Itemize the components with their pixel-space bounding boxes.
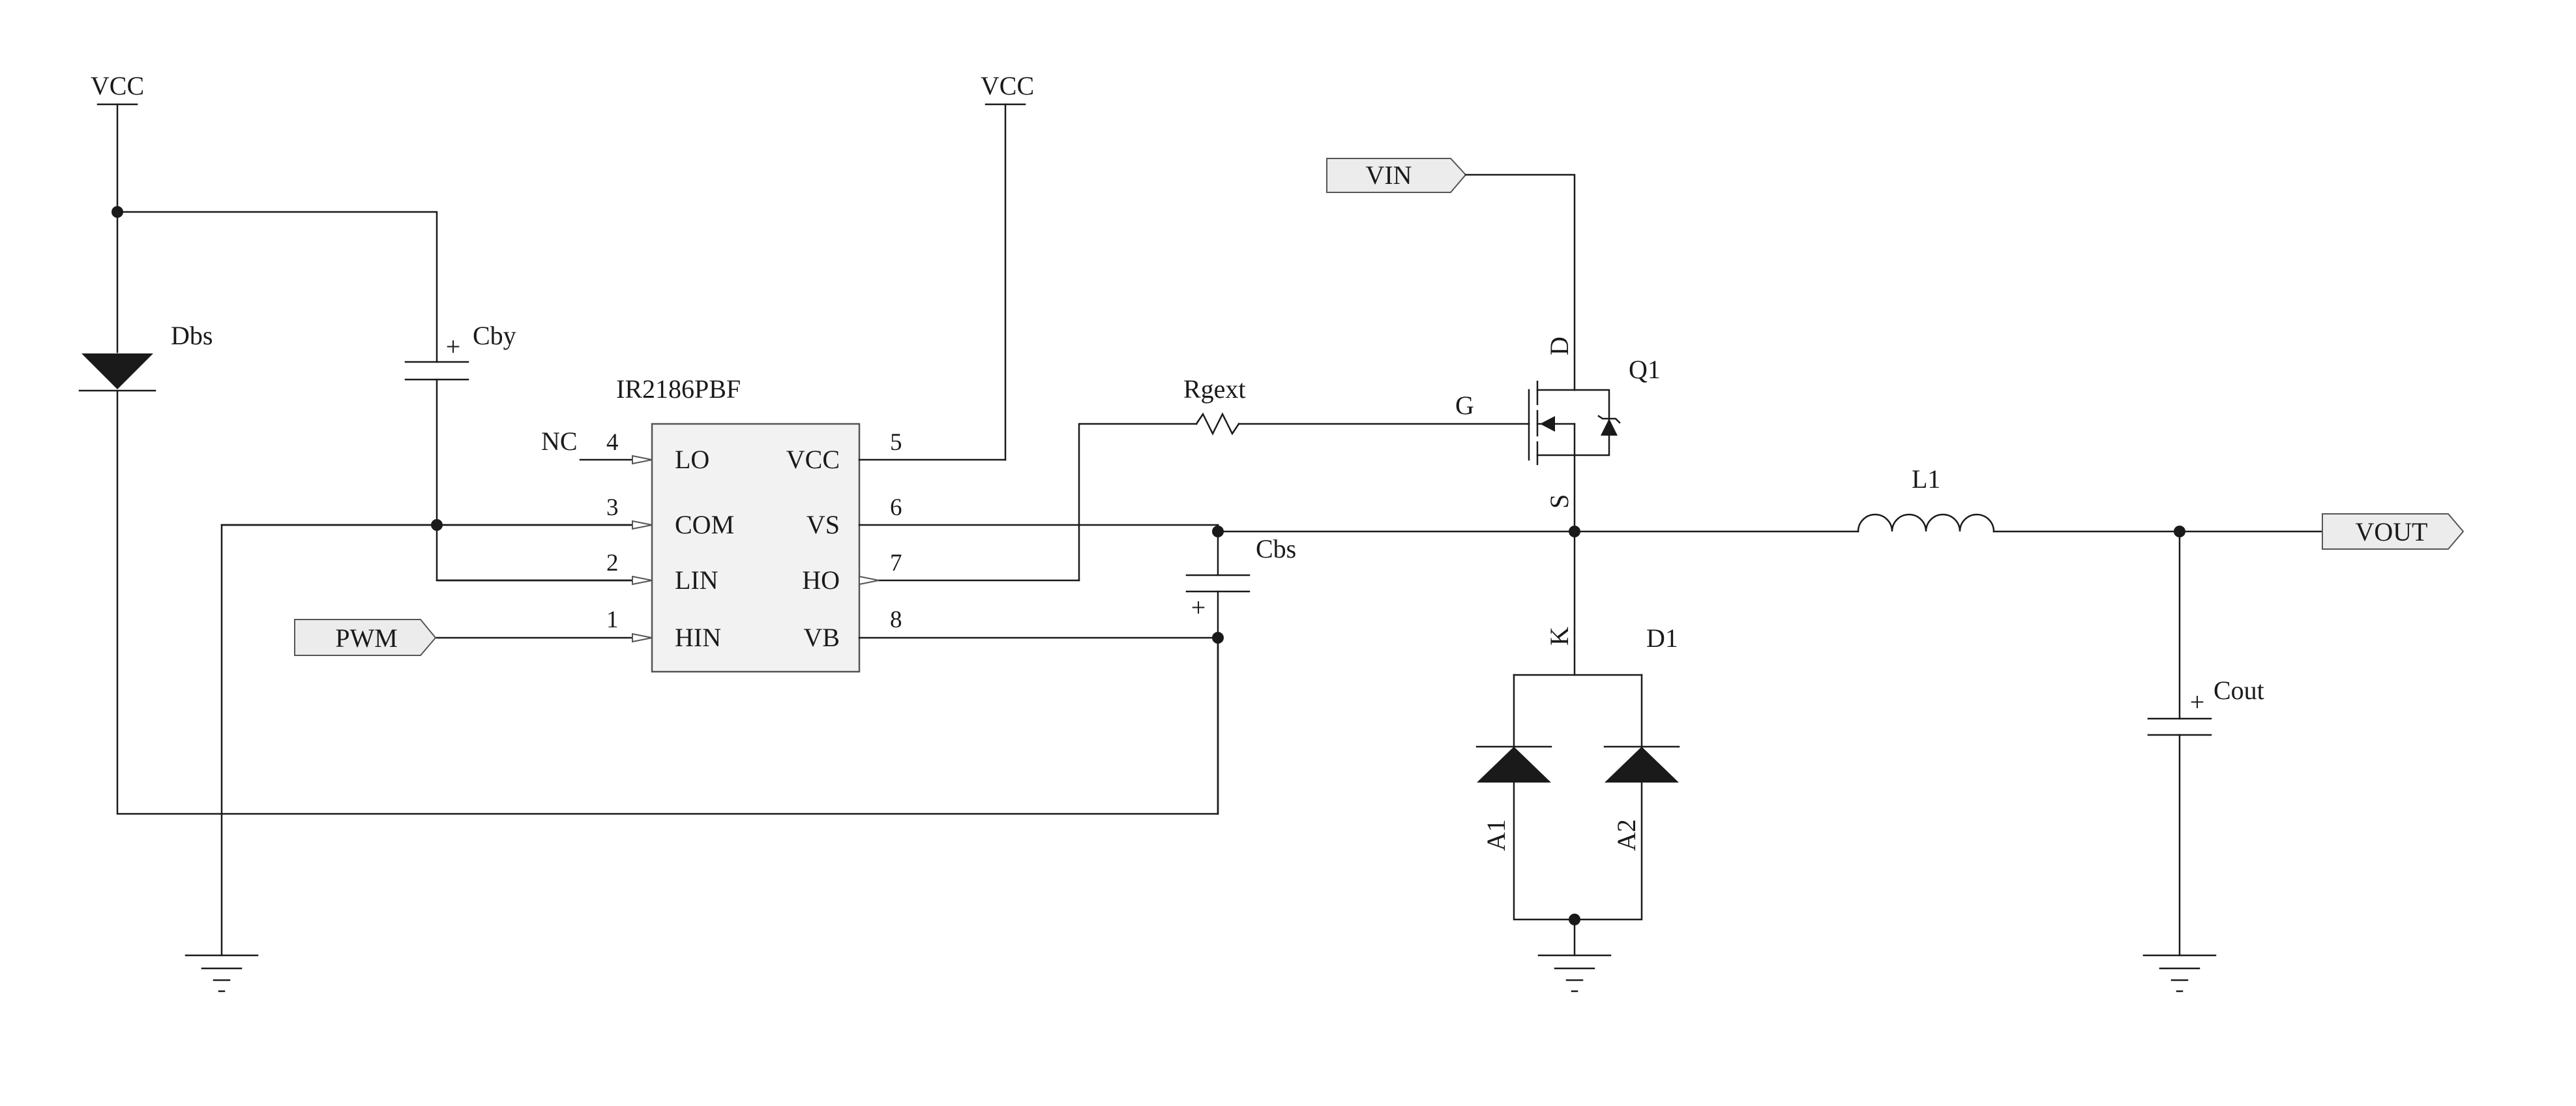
pin-name-lin: LIN (675, 565, 718, 595)
pin-num-4: 4 (606, 429, 619, 456)
pwm-label: PWM (335, 623, 398, 653)
nc-label: NC (541, 426, 578, 456)
d1-dual-diode: K A1 A2 D1 (1475, 530, 1680, 957)
cbs-label: Cbs (1256, 534, 1296, 563)
pin-num-5: 5 (890, 429, 902, 456)
l1-inductor: L1 (1573, 464, 2324, 533)
vout-port: VOUT (2322, 513, 2465, 550)
vcc-left-symbol: VCC (91, 71, 144, 106)
l1-label: L1 (1912, 464, 1940, 494)
cby-plus: + (446, 332, 461, 361)
vin-label: VIN (1365, 160, 1412, 190)
dbs-label: Dbs (171, 321, 213, 350)
pin-num-2: 2 (606, 550, 619, 576)
cby-label: Cby (473, 321, 516, 350)
cbs-capacitor: + Cbs (1185, 524, 1576, 815)
pin-name-com: COM (675, 510, 734, 539)
pin-num-7: 7 (890, 550, 902, 576)
rgext-resistor: Rgext (1078, 374, 1530, 582)
ic-ir2186pbf: IR2186PBF NC 4 3 2 1 5 6 7 8 LO COM LIN … (220, 374, 1219, 673)
cbs-plus: + (1191, 593, 1206, 622)
d1-label: D1 (1646, 623, 1678, 653)
drain-label: D (1545, 336, 1574, 355)
pin-num-3: 3 (606, 494, 619, 521)
anode2-label: A2 (1612, 819, 1641, 851)
pin-name-vb: VB (803, 623, 840, 652)
gate-label: G (1455, 391, 1474, 420)
cout-plus: + (2190, 687, 2205, 717)
cathode-label: K (1545, 627, 1574, 646)
pin-num-8: 8 (890, 606, 902, 633)
pwm-port: PWM (294, 619, 437, 656)
vout-label: VOUT (2355, 517, 2427, 546)
pin-num-1: 1 (606, 606, 619, 633)
q1-label: Q1 (1629, 355, 1661, 384)
pin-name-vcc: VCC (786, 445, 840, 474)
vcc-right-symbol: VCC (981, 71, 1034, 461)
pin-name-vs: VS (807, 510, 840, 539)
ground-symbol-left (185, 954, 259, 993)
anode1-label: A1 (1481, 819, 1511, 851)
vcc-left-label: VCC (91, 71, 144, 100)
ground-symbol-d1 (1537, 954, 1612, 993)
vcc-right-label: VCC (981, 71, 1034, 100)
cout-label: Cout (2213, 676, 2264, 705)
pin-num-6: 6 (890, 494, 902, 521)
q1-mosfet: Q1 G D S (1455, 336, 1661, 537)
cout-capacitor: + Cout (2147, 526, 2264, 957)
cby-capacitor: + Cby (404, 321, 516, 381)
ground-symbol-cout (2142, 954, 2217, 993)
ic-name: IR2186PBF (616, 374, 741, 404)
source-label: S (1545, 494, 1574, 509)
pin-name-hin: HIN (675, 623, 721, 652)
pin-name-lo: LO (675, 445, 709, 474)
vin-port: VIN (1326, 158, 1576, 391)
pin-name-ho: HO (802, 565, 840, 595)
dbs-diode: Dbs (78, 321, 213, 392)
rgext-label: Rgext (1183, 374, 1246, 404)
